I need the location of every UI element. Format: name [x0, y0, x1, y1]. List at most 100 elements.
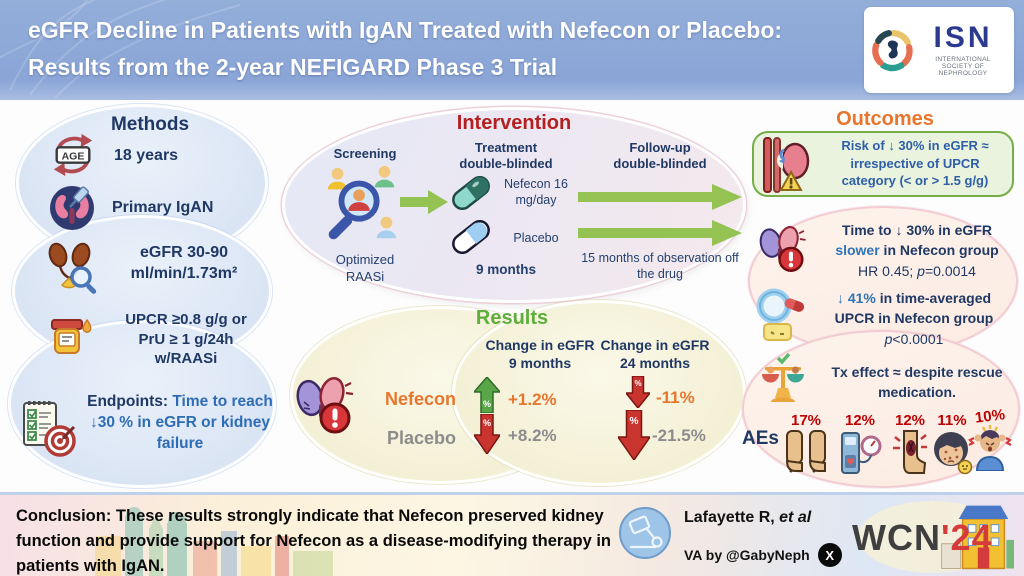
egfr-down-arrow-icon: %	[626, 376, 650, 408]
ae-item-muscle-spasm: 12%	[886, 412, 934, 480]
results-col-24mo-line1: Change in eGFR	[600, 337, 710, 353]
egfr-up-arrow-icon: %	[474, 377, 500, 413]
time-line3: HR 0.45; p=0.0014	[818, 261, 1016, 281]
isn-acronym: ISN	[933, 21, 993, 54]
isn-logo: ISN INTERNATIONAL SOCIETY OF NEPHROLOGY	[864, 7, 1014, 93]
credit-author: Lafayette R, et al	[684, 509, 811, 527]
upcr-bold: UPCR	[834, 310, 875, 327]
svg-text:%: %	[483, 399, 491, 409]
egfr-down-arrow-icon: %	[618, 410, 650, 460]
header-bar: eGFR Decline in Patients with IgAN Treat…	[0, 0, 1024, 100]
outcomes-time-block: Time to ↓ 30% in eGFR slower in Nefecon …	[818, 220, 1016, 281]
kidneys-magnifier-icon	[48, 242, 97, 294]
methods-age-text: 18 years	[114, 147, 179, 164]
methods-egfr-text: eGFR 30-90 ml/min/1.73m²	[100, 243, 268, 285]
wcn-logo-text: WCN	[852, 517, 941, 558]
results-col-9mo-line2: 9 months	[508, 355, 572, 372]
methods-upcr-line3: w/RAASi	[154, 350, 218, 367]
balance-scale-icon	[762, 352, 804, 402]
headache-icon	[968, 425, 1012, 472]
upcr-line2-rest: in Nefecon group	[874, 310, 994, 327]
leg-cramp-icon	[893, 430, 927, 474]
results-col-9mo-line1: Change in eGFR	[485, 337, 595, 353]
nefecon-capsule-icon	[452, 175, 490, 211]
ae-item-headache: 10%	[966, 406, 1014, 476]
upcr-p-suffix: <0.0001	[892, 330, 944, 347]
time-line2: slower in Nefecon group	[818, 240, 1016, 260]
acne-face-icon	[934, 432, 973, 475]
results-heading: Results	[475, 307, 549, 329]
conclusion-body: These results strongly indicate that Nef…	[16, 507, 611, 575]
conclusion-text: Conclusion: These results strongly indic…	[16, 504, 641, 576]
kidney-biopsy-icon	[50, 186, 94, 230]
wcn-logo: WCN'24	[852, 517, 993, 559]
results-row-nefecon-label: Nefecon	[384, 389, 456, 409]
upcr-p: p	[884, 330, 893, 347]
svg-text:%: %	[630, 416, 639, 427]
outcomes-upcr-block: ↓ 41% in time-averaged UPCR in Nefecon g…	[812, 288, 1016, 349]
credit-author-name: Lafayette R,	[684, 509, 780, 526]
screening-label: Screening	[333, 146, 397, 161]
upcr-pct: ↓ 41%	[836, 290, 876, 306]
followup-label-line1: Follow-up	[629, 140, 691, 155]
ae-item-acne: 11%	[928, 412, 976, 480]
svg-text:AGE: AGE	[62, 150, 85, 162]
isn-wordmark: ISN INTERNATIONAL SOCIETY OF NEPHROLOGY	[920, 21, 1006, 78]
endpoints-label: Endpoints:	[87, 393, 169, 410]
isn-globe-icon	[872, 30, 913, 72]
methods-upcr-text: UPCR ≥0.8 g/g or PrU ≥ 1 g/24h w/RAASi	[100, 310, 272, 369]
endpoints-checklist-target-icon	[23, 401, 76, 457]
city-skyline-decoration	[95, 507, 333, 576]
aes-label: AEs	[742, 428, 779, 449]
results-col-24mo-line2: 24 months	[619, 355, 690, 372]
wcn-logo-year: '24	[940, 517, 993, 558]
ae-item-hypertension: 12%	[836, 412, 884, 480]
methods-heading: Methods	[110, 114, 190, 135]
results-col-9mo: Change in eGFR 9 months	[465, 336, 615, 372]
visual-abstract-badge-icon	[619, 507, 671, 559]
results-row-placebo-label: Placebo	[386, 428, 456, 448]
placebo-capsule-icon	[452, 219, 490, 255]
treatment-label-line2: double-blinded	[459, 156, 553, 172]
upcr-line1: ↓ 41% in time-averaged	[812, 288, 1016, 308]
upcr-line1-rest: in time-averaged	[875, 290, 992, 306]
placebo-pill-label: Placebo	[513, 231, 559, 245]
upcr-line3: p<0.0001	[812, 329, 1016, 349]
followup-arrow-top-icon	[578, 184, 742, 210]
methods-egfr-line1: eGFR 30-90	[139, 244, 229, 261]
outcomes-risk-text: Risk of ↓ 30% in eGFR ≈ irrespective of …	[841, 138, 989, 189]
treatment-label-line1: Treatment	[474, 140, 538, 155]
outcomes-tx-text: Tx effect ≈ despite rescue medication.	[831, 364, 1003, 401]
credit-etal: et al	[779, 509, 812, 526]
outcomes-heading: Outcomes	[836, 108, 934, 130]
followup-arrow-bottom-icon	[578, 220, 742, 246]
credit-va-text: VA by @GabyNeph	[684, 547, 810, 563]
methods-upcr-line2: PrU ≥ 1 g/24h	[138, 330, 234, 348]
results-col-24mo: Change in eGFR 24 months	[580, 336, 730, 372]
methods-upcr-line1: UPCR ≥0.8 g/g or	[125, 311, 247, 328]
treatment-duration: 9 months	[475, 262, 536, 277]
nefecon-pill-label: Nefecon 16 mg/day	[504, 177, 568, 208]
x-logo-icon: X	[817, 543, 842, 567]
ae-acne-pct: 11%	[937, 412, 967, 429]
results-placebo-9mo-value: +8.2%	[508, 426, 557, 445]
followup-label: Follow-up double-blinded	[585, 140, 735, 173]
methods-egfr-line2: ml/min/1.73m²	[130, 264, 238, 282]
results-nefecon-9mo-value: +1.2%	[508, 390, 557, 409]
results-ellipse-right	[452, 300, 746, 486]
upcr-line2: UPCR in Nefecon group	[812, 308, 1016, 328]
age-icon: AGE	[53, 133, 93, 177]
vessel-kidney-icon	[763, 137, 810, 193]
isn-full-name: INTERNATIONAL SOCIETY OF NEPHROLOGY	[935, 56, 991, 77]
ae-spasm-pct: 12%	[894, 412, 926, 429]
floral-decoration	[0, 0, 241, 99]
ae-item-edema: 17%	[782, 412, 830, 480]
time-stat-suffix: =0.0014	[924, 262, 976, 279]
screening-sub-text: Optimized RAASi	[335, 252, 395, 284]
ae-hypertension-pct: 12%	[844, 412, 876, 429]
conclusion-label: Conclusion:	[16, 507, 112, 525]
results-nefecon-24mo-value: -11%	[656, 388, 695, 407]
magnifier-urine-icon	[756, 288, 805, 341]
results-kidneys-warning-icon	[296, 376, 354, 434]
ae-edema-pct: 17%	[790, 412, 822, 429]
